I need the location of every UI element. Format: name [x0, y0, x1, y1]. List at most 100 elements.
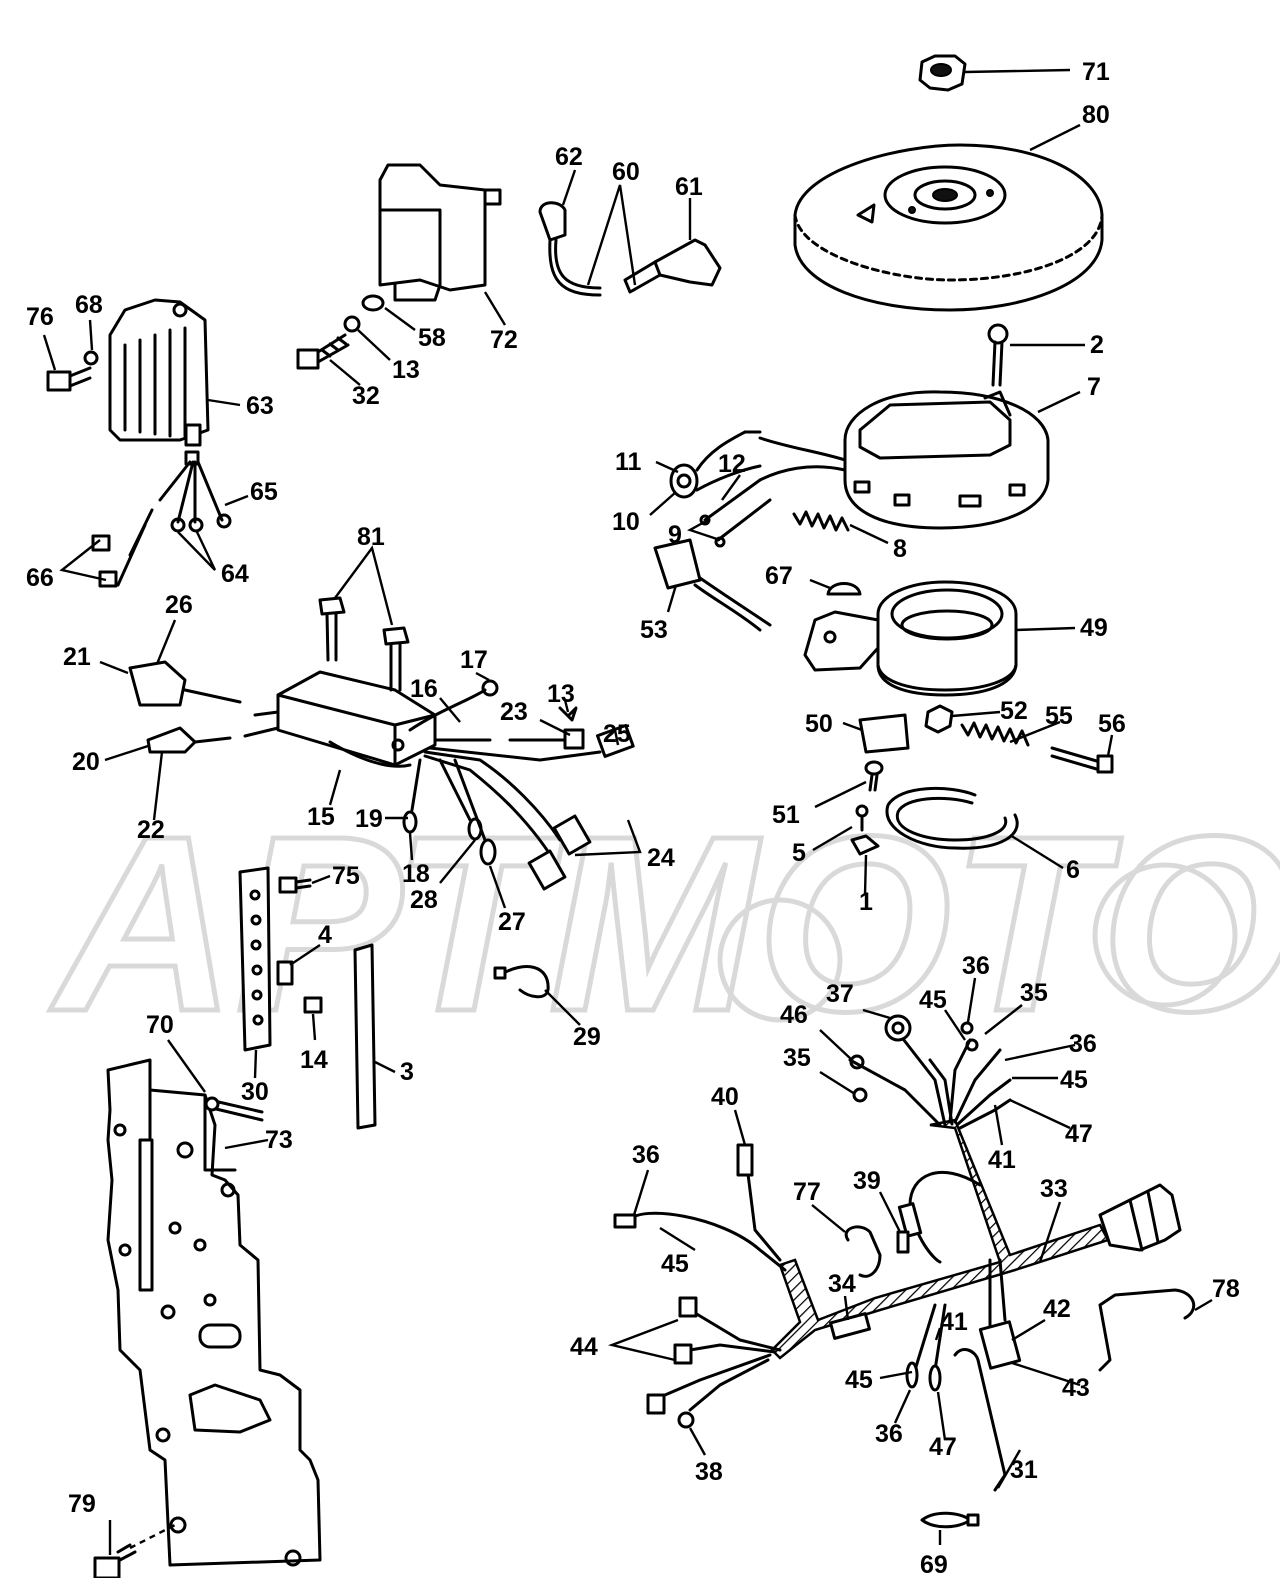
callout-35-b: 35 [783, 1044, 811, 1072]
callout-37: 37 [826, 980, 854, 1008]
rectifier [108, 298, 210, 447]
strip-3 [353, 943, 377, 1130]
callout-36-b: 36 [1069, 1030, 1097, 1058]
mounting-bracket [93, 1058, 322, 1578]
grommet-67 [826, 582, 862, 596]
callout-43: 43 [1062, 1374, 1090, 1402]
callout-81: 81 [357, 523, 385, 551]
callout-60: 60 [612, 158, 640, 186]
flywheel [793, 143, 1104, 312]
stator-harness [669, 430, 772, 548]
callout-58: 58 [418, 324, 446, 352]
callout-13-top: 13 [392, 356, 420, 384]
callout-63: 63 [246, 392, 274, 420]
callout-8: 8 [893, 535, 907, 563]
callout-18: 18 [402, 860, 430, 888]
callout-2: 2 [1090, 331, 1104, 359]
callout-40: 40 [711, 1083, 739, 1111]
power-pack [276, 670, 437, 768]
callout-67: 67 [765, 562, 793, 590]
callout-71: 71 [1082, 58, 1110, 86]
callout-32: 32 [352, 382, 380, 410]
callout-45-a: 45 [919, 986, 947, 1014]
callout-45-d: 45 [845, 1366, 873, 1394]
callout-79: 79 [68, 1490, 96, 1518]
callout-76: 76 [26, 303, 54, 331]
callout-36-c: 36 [632, 1141, 660, 1169]
callout-9: 9 [668, 521, 682, 549]
callout-11: 11 [615, 448, 642, 476]
power-pack-harness-left [128, 660, 280, 754]
callout-55: 55 [1045, 702, 1073, 730]
callout-30: 30 [241, 1078, 269, 1106]
callout-66: 66 [26, 564, 54, 592]
callout-24: 24 [647, 844, 675, 872]
callout-1: 1 [859, 888, 873, 916]
callout-39: 39 [853, 1167, 881, 1195]
callout-41-a: 41 [988, 1146, 1016, 1174]
timer-small-parts [858, 704, 1114, 792]
callout-41-b: 41 [940, 1308, 968, 1336]
callout-labels: 71 80 62 60 61 76 68 58 72 13 32 63 2 7 … [26, 58, 1240, 1578]
callout-46: 46 [780, 1001, 808, 1029]
callout-12: 12 [718, 450, 746, 478]
callout-50: 50 [805, 710, 833, 738]
connector-53 [653, 538, 772, 632]
callout-27: 27 [498, 908, 526, 936]
screw-2 [987, 323, 1009, 387]
callout-26: 26 [165, 591, 193, 619]
callout-52: 52 [1000, 697, 1028, 725]
callout-10: 10 [612, 508, 640, 536]
callout-21: 21 [63, 643, 91, 671]
callout-64: 64 [221, 560, 249, 588]
callout-33: 33 [1040, 1175, 1068, 1203]
callout-45-b: 45 [1060, 1066, 1088, 1094]
callout-4: 4 [318, 921, 332, 949]
tie-strap-29 [493, 965, 550, 999]
callout-45-c: 45 [661, 1250, 689, 1278]
rectifier-wires [91, 450, 232, 588]
callout-44: 44 [570, 1333, 598, 1361]
callout-31: 31 [1010, 1456, 1038, 1484]
callout-19: 19 [355, 805, 383, 833]
spark-plug-leads [538, 201, 722, 297]
callout-5: 5 [792, 839, 806, 867]
callout-22: 22 [137, 816, 165, 844]
screws-81 [318, 596, 410, 692]
callout-73: 73 [265, 1126, 293, 1154]
spring-8 [792, 510, 850, 532]
retaining-ring [850, 787, 1019, 856]
callout-56: 56 [1098, 710, 1126, 738]
screw-32 [296, 294, 385, 370]
ignition-coil [378, 163, 502, 302]
flywheel-nut [918, 54, 967, 92]
callout-35-a: 35 [1020, 979, 1048, 1007]
callout-29: 29 [573, 1023, 601, 1051]
timer-base [803, 580, 1018, 697]
power-pack-harness-right [402, 679, 635, 891]
callout-75: 75 [332, 862, 360, 890]
stator [758, 390, 1050, 530]
callout-80: 80 [1082, 101, 1110, 129]
callout-70: 70 [146, 1011, 174, 1039]
callout-20: 20 [72, 748, 100, 776]
callout-47-b: 47 [929, 1433, 957, 1461]
watermark: АРТМОТО [47, 782, 1280, 1066]
callout-53: 53 [640, 616, 668, 644]
callout-25: 25 [603, 720, 631, 748]
callout-23: 23 [500, 698, 528, 726]
callout-36-d: 36 [875, 1420, 903, 1448]
callout-47-a: 47 [1065, 1120, 1093, 1148]
main-harness [613, 1014, 1182, 1429]
screw-76 [46, 350, 99, 392]
callout-36-a: 36 [962, 952, 990, 980]
callout-15: 15 [307, 803, 335, 831]
callout-6: 6 [1066, 856, 1080, 884]
callout-68: 68 [75, 291, 103, 319]
callout-65: 65 [250, 478, 278, 506]
callout-51: 51 [772, 801, 800, 829]
callout-77: 77 [793, 1178, 821, 1206]
callout-62: 62 [555, 143, 583, 171]
callout-72: 72 [490, 326, 518, 354]
